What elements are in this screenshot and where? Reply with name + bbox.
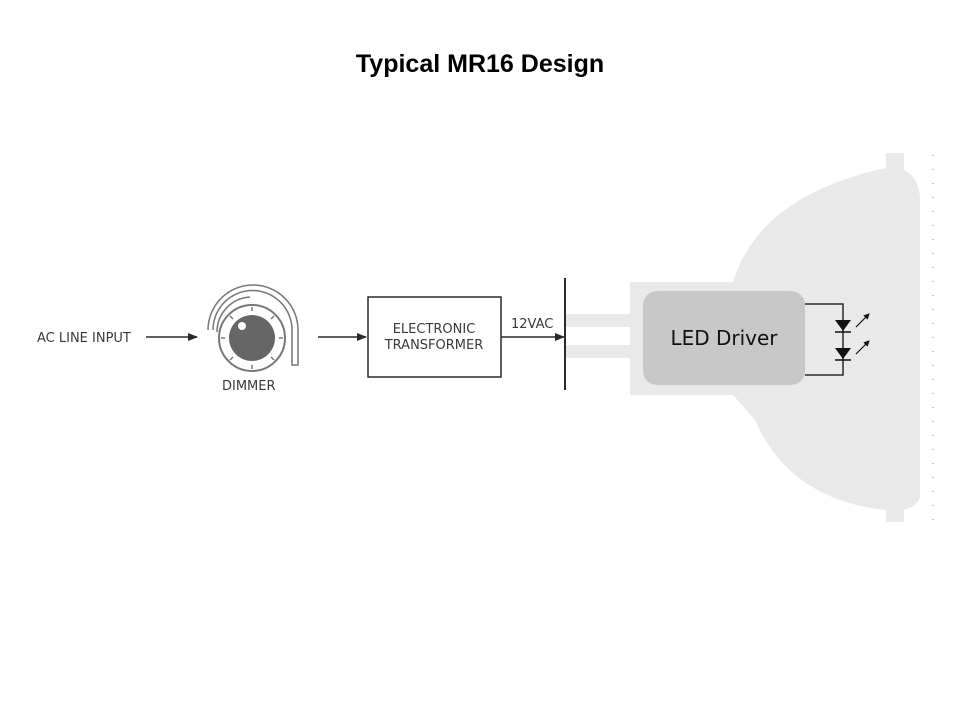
transformer-label-line2: TRANSFORMER: [384, 338, 484, 353]
page-title: Typical MR16 Design: [355, 50, 605, 78]
transformer-box: [367, 296, 502, 378]
led-string: [805, 303, 844, 376]
led-driver-label: LED Driver: [670, 326, 778, 350]
lamp-pin-bottom: [566, 345, 636, 358]
voltage-label: 12VAC: [511, 317, 553, 332]
led-icon: [835, 313, 870, 333]
led-icon: [835, 340, 870, 361]
dimmer-icon: [207, 284, 299, 372]
dimmer-label: DIMMER: [222, 379, 276, 394]
transformer-label-line1: ELECTRONIC: [393, 322, 476, 337]
ac-input-label: AC LINE INPUT: [37, 331, 131, 346]
led-driver-box: [643, 291, 805, 385]
lamp-pin-top: [566, 314, 636, 327]
